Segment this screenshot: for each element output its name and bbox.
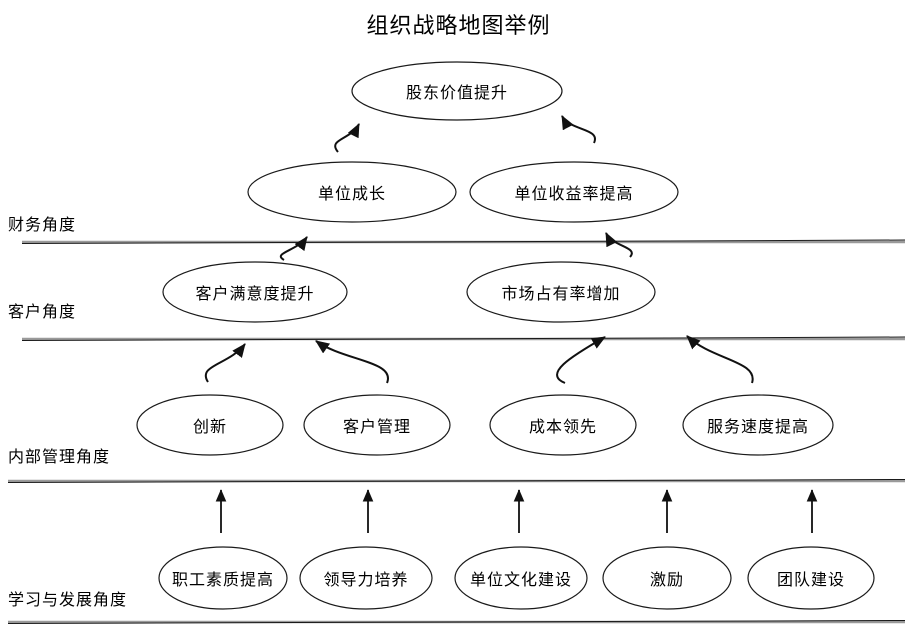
ellipse-unit-profit (469, 161, 679, 223)
divider-finance (21, 239, 906, 244)
divider-customer (21, 336, 906, 341)
ellipse-shareholder-value (351, 61, 563, 121)
ellipse-customer-satisfaction (162, 261, 348, 323)
node-label-staff-quality: 职工素质提高 (171, 572, 274, 589)
rowlabel-internal: 内部管理角度 (8, 449, 111, 466)
rowlabel-customer: 客户角度 (8, 304, 77, 321)
arrow-cost-to-share (556, 336, 606, 384)
node-label-team-building: 团队建设 (776, 572, 845, 589)
node-label-shareholder-value: 股东价值提升 (405, 85, 508, 102)
arrow-innovation-to-satisfaction (204, 343, 246, 383)
ellipse-market-share (466, 261, 656, 323)
divider-learning (7, 620, 906, 624)
rowlabel-finance: 财务角度 (8, 217, 77, 234)
diagram-title: 组织战略地图举例 (366, 14, 551, 39)
ellipse-motivation (602, 546, 732, 610)
node-label-motivation: 激励 (649, 572, 684, 589)
node-label-market-share: 市场占有率增加 (501, 286, 621, 303)
arrow-custmgmt-to-satisfaction (315, 340, 389, 384)
ellipse-innovation (136, 394, 284, 456)
node-label-unit-profit: 单位收益率提高 (514, 186, 634, 203)
arrow-unit-growth-to-shareholder (334, 123, 360, 153)
arrow-satisfaction-to-growth (280, 236, 308, 261)
node-label-innovation: 创新 (192, 419, 227, 436)
ellipse-service-speed (682, 394, 834, 456)
ellipse-cost-leadership (489, 394, 637, 456)
node-label-customer-mgmt: 客户管理 (342, 419, 411, 436)
node-label-cost-leadership: 成本领先 (528, 419, 597, 436)
rowlabel-learning: 学习与发展角度 (8, 592, 128, 609)
arrow-unit-profit-to-shareholder (561, 115, 596, 144)
ellipse-culture (454, 546, 588, 610)
ellipse-leadership (299, 546, 433, 610)
node-label-unit-growth: 单位成长 (317, 186, 386, 203)
arrow-service-to-share (686, 335, 754, 384)
node-label-service-speed: 服务速度提高 (706, 419, 809, 436)
node-label-customer-satisfaction: 客户满意度提升 (195, 286, 315, 303)
arrow-share-to-profit (605, 232, 633, 258)
node-label-culture: 单位文化建设 (469, 572, 572, 589)
ellipse-customer-mgmt (303, 394, 451, 456)
node-label-leadership: 领导力培养 (323, 572, 409, 589)
ellipse-team-building (747, 546, 875, 610)
ellipse-unit-growth (247, 161, 457, 223)
ellipse-staff-quality (158, 546, 288, 610)
divider-internal (7, 479, 906, 483)
